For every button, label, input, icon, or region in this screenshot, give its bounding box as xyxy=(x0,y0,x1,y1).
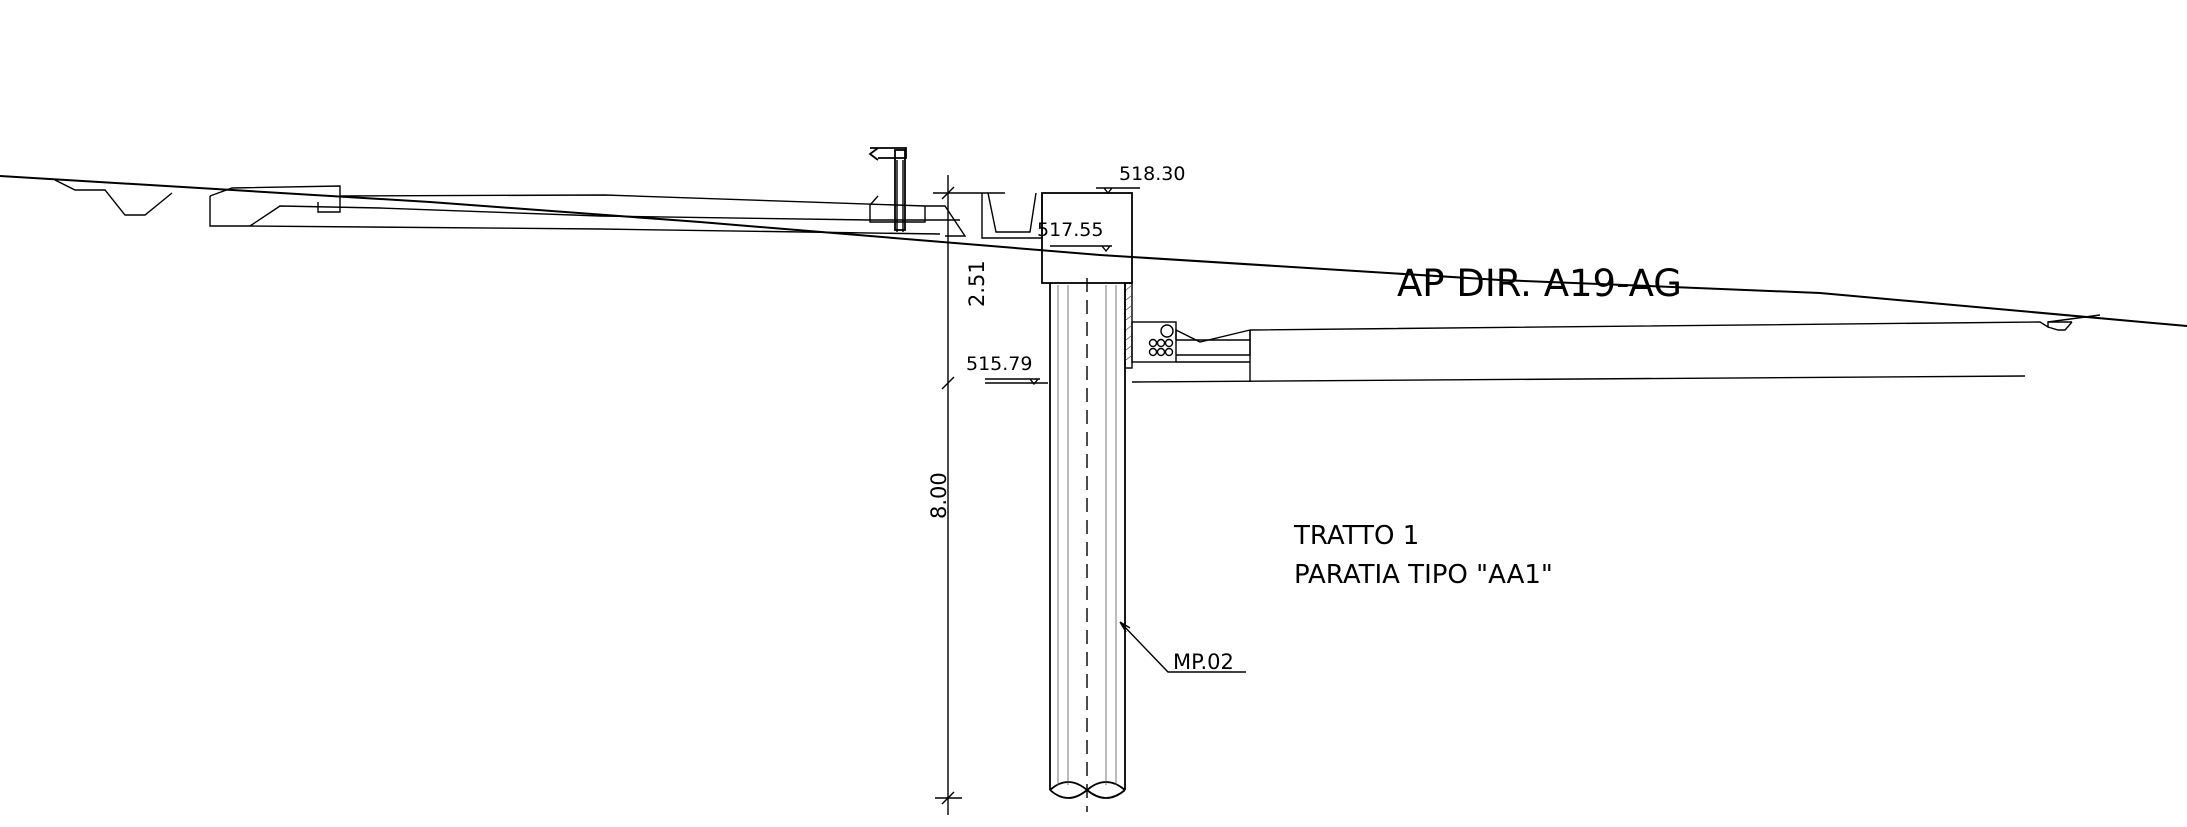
guardrail xyxy=(868,147,907,232)
upper-road-section xyxy=(54,179,967,237)
dimension-label-upper: 2.51 xyxy=(965,260,989,307)
elevation-label-top: 518.30 xyxy=(1119,163,1185,185)
kerb-ditch xyxy=(981,192,1043,239)
dimension-label-lower: 8.00 xyxy=(927,472,951,519)
section-title-line2: PARATIA TIPO "AA1" xyxy=(1294,560,1553,590)
road-label: AP DIR. A19-AG xyxy=(1397,262,1682,305)
lower-road-section xyxy=(1124,282,2101,383)
elevation-label-bottom: 515.79 xyxy=(966,353,1032,375)
elev-marker-bottom xyxy=(985,378,1040,386)
ground-line xyxy=(0,175,2187,327)
section-title-line1: TRATTO 1 xyxy=(1293,521,1419,551)
pile-callout-leader xyxy=(1119,621,1246,673)
pile-callout-label: MP.02 xyxy=(1173,650,1234,674)
elev-marker-top xyxy=(1096,187,1140,195)
pile xyxy=(1049,278,1126,812)
elevation-label-mid: 517.55 xyxy=(1037,219,1103,241)
dimension-line xyxy=(933,175,1048,815)
elev-marker-mid xyxy=(1050,245,1112,253)
